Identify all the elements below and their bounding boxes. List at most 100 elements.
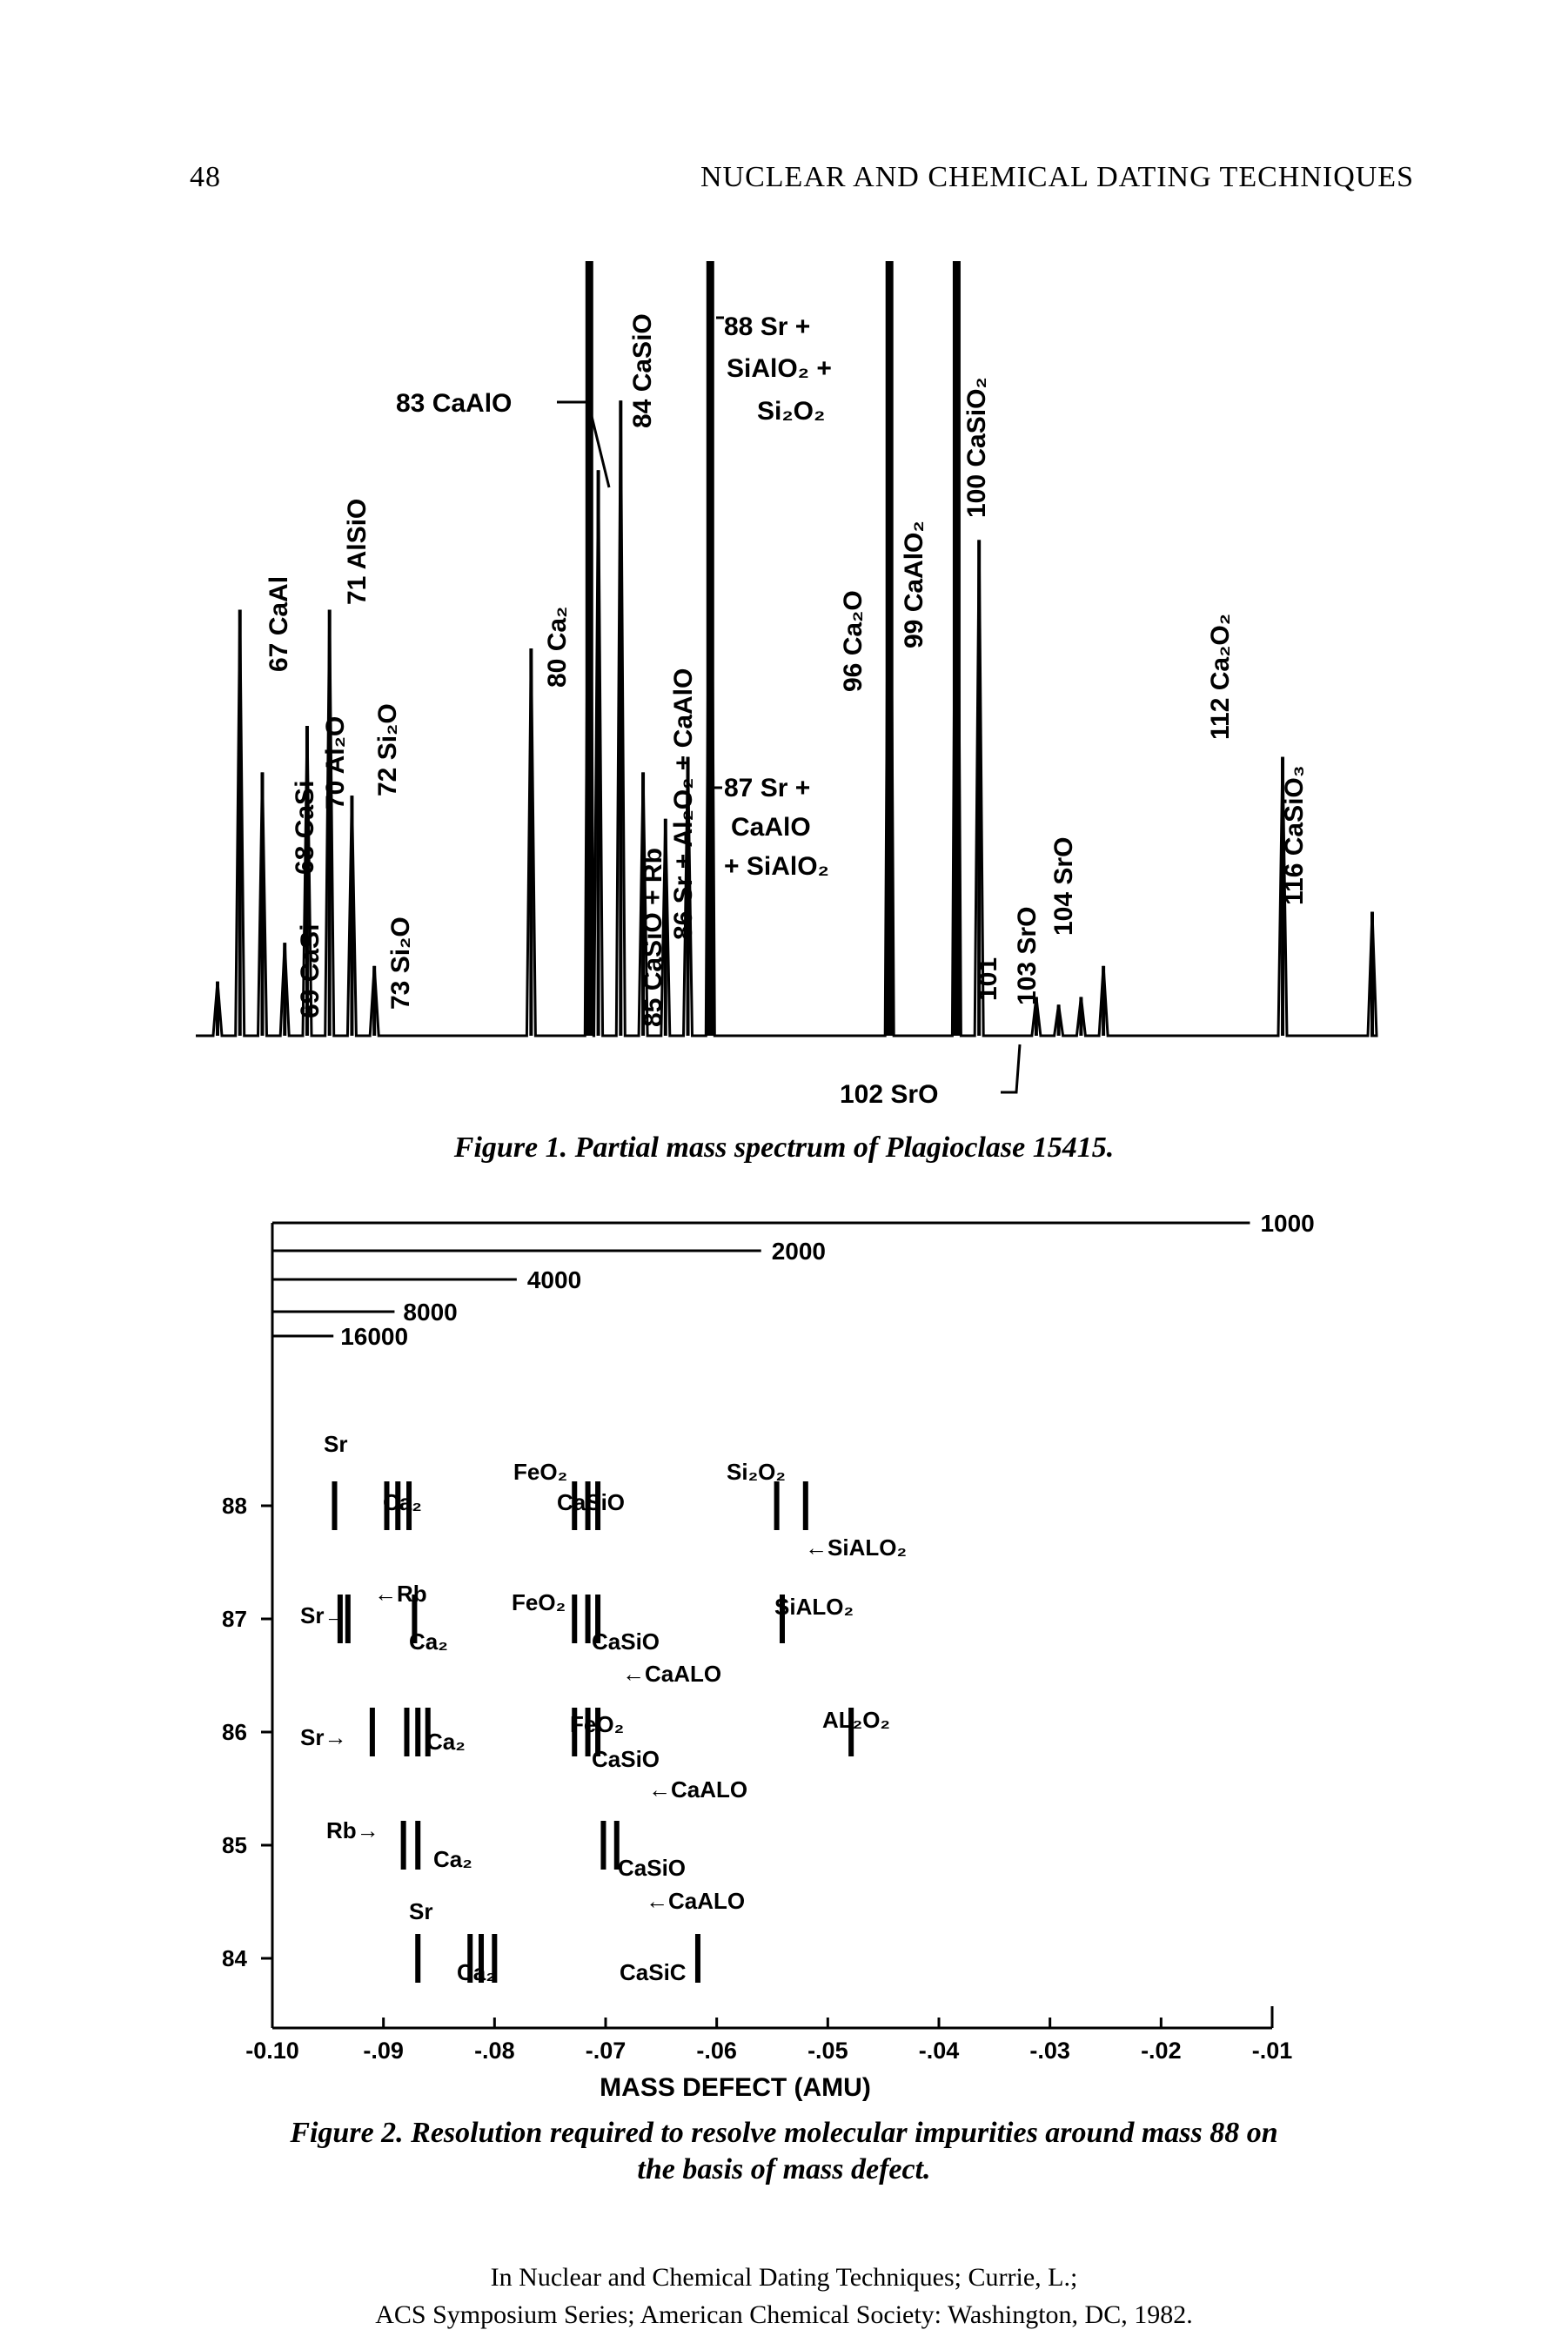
x-tick-label: -.08	[474, 2038, 515, 2064]
annot-casic-84: CaSiC	[620, 1959, 687, 1985]
defect-bar	[412, 1595, 418, 1643]
defect-bar	[572, 1708, 578, 1756]
annot-al2o2-86: AL₂O₂	[822, 1707, 890, 1733]
annot-feo2-88: FeO₂	[513, 1459, 567, 1485]
defect-bar	[585, 1595, 591, 1643]
annot-rb-87: ←Rb	[374, 1581, 427, 1607]
annot-sr-87: Sr→	[300, 1602, 346, 1628]
annot-caalo-85: ←CaALO	[646, 1888, 745, 1914]
peak-label-102: 102 SrO	[840, 1080, 938, 1109]
x-tick-label: -.06	[696, 2038, 737, 2064]
resolution-label: 8000	[403, 1299, 457, 1326]
defect-bar	[406, 1481, 412, 1530]
defect-bar	[395, 1481, 401, 1530]
y-tick-label: 85	[222, 1832, 247, 1858]
y-tick-label: 87	[222, 1606, 247, 1632]
defect-bar	[572, 1595, 578, 1643]
defect-bar	[600, 1821, 606, 1870]
x-tick-label: -.09	[363, 2038, 404, 2064]
defect-bar	[345, 1595, 351, 1643]
defect-bar	[425, 1708, 431, 1756]
x-tick-label: -.05	[807, 2038, 848, 2064]
peak-label-101: 101	[974, 957, 1002, 1001]
peak-label-71: 71 AlSiO	[343, 499, 372, 605]
peak-label-85: 85 CaSiO + Rb	[639, 848, 667, 1027]
annot-feo2-86: FeO₂	[570, 1711, 624, 1737]
annot-rb-85: Rb→	[326, 1817, 379, 1843]
annot-sr-85: Sr	[409, 1898, 432, 1924]
annot-ca2-85: Ca₂	[433, 1846, 472, 1872]
peak-label-87c: + SiAlO₂	[724, 852, 829, 881]
figure1-spectrum: 67 CaAl 68 CaSi 69 CaSi 70 Al₂O 71 AlSiO…	[196, 260, 1378, 1109]
peak-label-67: 67 CaAl	[265, 576, 293, 672]
peak-label-68: 68 CaSi	[291, 781, 319, 875]
defect-bar	[613, 1821, 620, 1870]
defect-bar	[404, 1708, 410, 1756]
spectrum-labels: 67 CaAl 68 CaSi 69 CaSi 70 Al₂O 71 AlSiO…	[265, 312, 1309, 1109]
peak-label-112: 112 Ca₂O₂	[1206, 614, 1235, 740]
y-tick-label: 88	[222, 1493, 247, 1519]
peak-label-88c: Si₂O₂	[757, 397, 825, 426]
peak-label-86: 86 Sr + Al₂O₂ + CaAlO	[669, 668, 698, 940]
defect-bar	[492, 1934, 498, 1983]
defect-bar	[694, 1934, 700, 1983]
resolution-label: 16000	[340, 1323, 408, 1350]
figure2-annotations: Sr Ca₂ FeO₂ CaSiO Si₂O₂ ←SiALO₂ Sr→ ←Rb …	[300, 1431, 907, 1985]
mass-defect-bars	[332, 1481, 854, 1983]
annot-sialo2-88: ←SiALO₂	[805, 1534, 907, 1561]
defect-bar	[802, 1481, 808, 1530]
annot-casio-88: CaSiO	[557, 1489, 625, 1515]
peak-label-88b: SiAlO₂ +	[727, 354, 832, 383]
figure2-caption-line1: Figure 2. Resolution required to resolve…	[290, 2117, 1278, 2149]
resolution-label: 1000	[1260, 1210, 1314, 1237]
peak-label-100: 100 CaSiO₂	[962, 377, 991, 518]
defect-bar	[585, 1708, 591, 1756]
defect-bar	[337, 1595, 343, 1643]
figure1-caption: Figure 1. Partial mass spectrum of Plagi…	[453, 1131, 1115, 1164]
y-tick-label: 84	[222, 1945, 247, 1971]
x-tick-label: -.02	[1141, 2038, 1182, 2064]
annot-ca2-84: Ca₂	[457, 1959, 496, 1985]
spectrum-trace	[196, 260, 1378, 1037]
annot-caalo-86: ←CaALO	[648, 1776, 747, 1803]
defect-bar	[585, 1481, 591, 1530]
defect-bar	[467, 1934, 473, 1983]
peak-label-96: 96 Ca₂O	[839, 590, 868, 692]
y-axis: 88 87 86 85 84	[222, 1493, 272, 1971]
citation-line1: In Nuclear and Chemical Dating Technique…	[490, 2263, 1078, 2292]
resolution-label: 4000	[527, 1266, 581, 1293]
annot-caalo-87: ←CaALO	[622, 1661, 721, 1687]
annot-casio-85: CaSiO	[618, 1855, 686, 1881]
peak-label-73: 73 Si₂O	[386, 916, 415, 1010]
defect-bar	[332, 1481, 338, 1530]
page-number: 48	[190, 161, 221, 193]
x-tick-label: -.07	[586, 2038, 627, 2064]
peak-label-87b: CaAlO	[731, 813, 811, 842]
defect-bar	[595, 1708, 601, 1756]
peak-label-80: 80 Ca₂	[543, 607, 572, 688]
annot-feo2-87: FeO₂	[512, 1589, 566, 1615]
annot-si2o2-88: Si₂O₂	[727, 1459, 786, 1485]
peak-label-99: 99 CaAlO₂	[900, 520, 928, 648]
x-tick-label: -0.10	[245, 2038, 299, 2064]
defect-bar	[415, 1821, 421, 1870]
peak-label-104: 104 SrO	[1049, 837, 1078, 936]
resolution-label: 2000	[772, 1238, 826, 1265]
peak-label-69: 69 CaSi	[296, 924, 325, 1018]
citation-line2: ACS Symposium Series; American Chemical …	[375, 2300, 1193, 2329]
annot-ca2-88: Ca₂	[383, 1489, 422, 1515]
annot-sr-88: Sr	[324, 1431, 347, 1457]
peak-label-70: 70 Al₂O	[321, 716, 350, 809]
annot-casio-86: CaSiO	[592, 1746, 660, 1772]
peak-label-84: 84 CaSiO	[628, 313, 657, 428]
defect-bar	[774, 1481, 780, 1530]
defect-bar	[400, 1821, 406, 1870]
defect-bar	[479, 1934, 485, 1983]
defect-bar	[415, 1934, 421, 1983]
annot-ca2-86: Ca₂	[426, 1729, 466, 1755]
defect-bar	[384, 1481, 390, 1530]
y-tick-label: 86	[222, 1719, 247, 1745]
defect-bar	[595, 1481, 601, 1530]
